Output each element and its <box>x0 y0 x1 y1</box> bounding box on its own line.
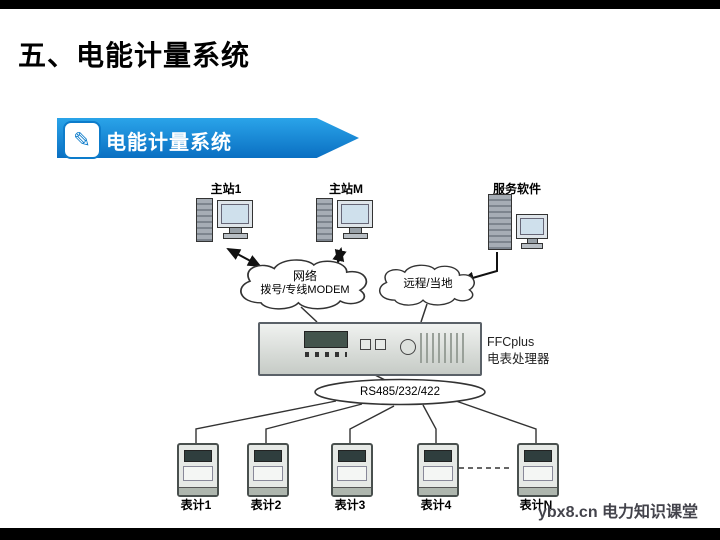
monitor-icon <box>516 214 548 239</box>
section-banner <box>57 118 359 158</box>
network-cloud-line2: 拨号/专线MODEM <box>260 283 350 296</box>
monitor-icon <box>217 200 253 228</box>
access-cloud-label: 远程/当地 <box>403 277 453 290</box>
meter2-label: 表计2 <box>250 498 282 512</box>
device-knob-icon <box>400 339 416 355</box>
device-desc: 电表处理器 <box>487 351 550 366</box>
line-bus-meter3 <box>349 405 395 444</box>
device-name: FFCplus <box>487 335 535 349</box>
station1-label: 主站1 <box>210 182 242 196</box>
device-buttons-icon <box>305 352 347 357</box>
bus-label: RS485/232/422 <box>360 385 440 398</box>
tower-icon <box>316 198 333 242</box>
network-cloud: 网络 拨号/专线MODEM <box>228 256 382 310</box>
tower-icon <box>196 198 213 242</box>
device-label: FFCplus 电表处理器 <box>487 334 567 368</box>
page-title: 五、电能计量系统 <box>18 40 251 71</box>
workstation1-icon <box>196 196 254 246</box>
meter4-label: 表计4 <box>420 498 452 512</box>
meter-icon-3 <box>331 443 373 497</box>
meter-icon-4 <box>417 443 459 497</box>
bus-ellipse: RS485/232/422 <box>313 378 487 406</box>
meter1-label: 表计1 <box>180 498 212 512</box>
top-black-bar <box>0 0 720 9</box>
line-cloud2-device <box>420 303 428 323</box>
monitor-icon <box>337 200 373 228</box>
bottom-black-bar <box>0 528 720 540</box>
meterN-label: 表计N <box>519 498 553 512</box>
device-lcd-icon <box>304 331 348 348</box>
device-keys-icon <box>360 339 386 350</box>
server-tower-icon <box>488 194 512 250</box>
line-bus-meter1 <box>195 400 337 444</box>
meter3-label: 表计3 <box>334 498 366 512</box>
network-cloud-line1: 网络 <box>292 268 317 283</box>
line-bus-meter2 <box>265 403 363 444</box>
access-cloud: 远程/当地 <box>370 262 486 306</box>
bus-shape <box>314 378 486 406</box>
watermark: ybx8.cn 电力知识课堂 <box>538 504 699 521</box>
cloud-shape <box>378 264 475 306</box>
meter-processor-device <box>258 322 482 376</box>
section-banner-label: 电能计量系统 <box>106 132 232 154</box>
meter-icon-1 <box>177 443 219 497</box>
cloud-shape <box>240 259 368 310</box>
device-vents-icon <box>420 333 468 363</box>
meter-icon-2 <box>247 443 289 497</box>
stationM-label: 主站M <box>329 182 363 196</box>
workstationM-icon <box>316 196 374 246</box>
server-label: 服务软件 <box>492 182 541 196</box>
meter-icon-N <box>517 443 559 497</box>
line-bus-meter4 <box>422 404 437 444</box>
line-bus-meterN <box>455 400 537 444</box>
server-icon <box>486 194 548 250</box>
pencil-icon: ✎ <box>63 121 101 159</box>
